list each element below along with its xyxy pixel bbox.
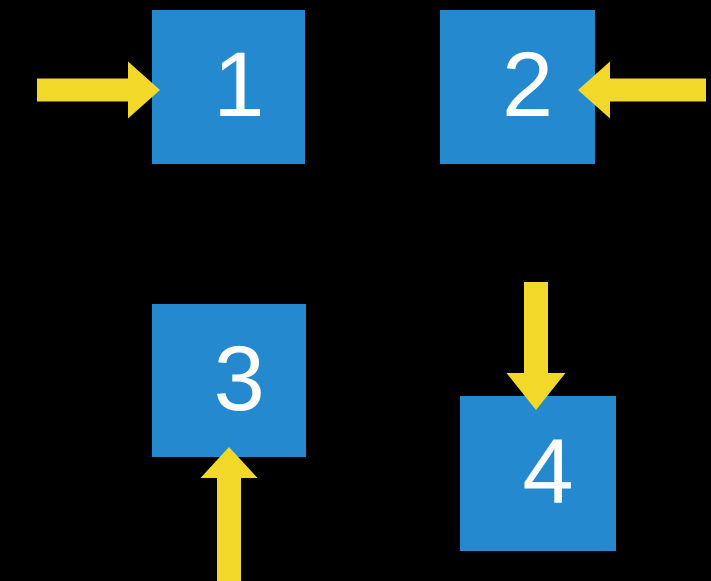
- arrow-left-into-node-2-icon[interactable]: [578, 61, 706, 119]
- arrow-up-into-node-3-icon[interactable]: [200, 447, 258, 581]
- node-label-2: 2: [502, 34, 554, 137]
- node-box-2[interactable]: [440, 10, 595, 164]
- node-box-3[interactable]: [152, 304, 306, 457]
- arrow-down-into-node-4-icon[interactable]: [506, 282, 566, 410]
- node-box-1[interactable]: [152, 10, 305, 164]
- node-label-1: 1: [213, 34, 265, 137]
- node-label-4: 4: [522, 420, 574, 523]
- node-label-3: 3: [213, 327, 265, 430]
- arrow-right-into-node-1-icon[interactable]: [37, 61, 160, 119]
- node-box-4[interactable]: [460, 396, 616, 551]
